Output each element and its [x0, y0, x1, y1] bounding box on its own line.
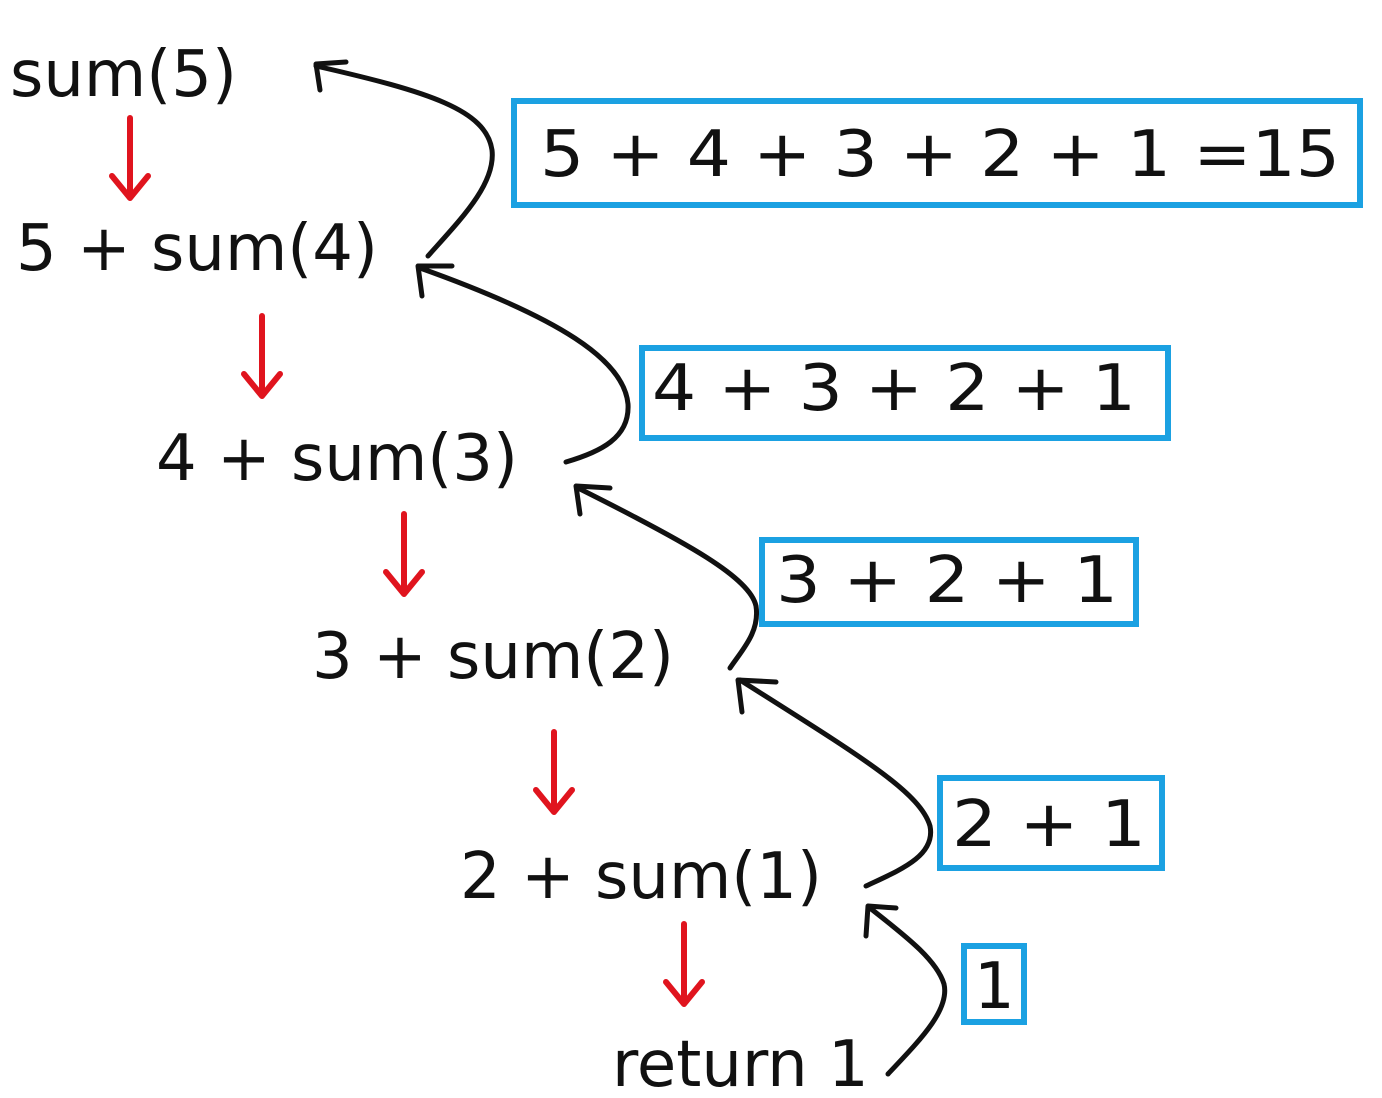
result-box-1: 1 [961, 943, 1027, 1025]
call-sum-3: 4 + sum(3) [156, 422, 518, 496]
result-text-1: 1 [974, 950, 1015, 1024]
call-sum-2: 3 + sum(2) [312, 620, 674, 694]
result-box-6: 3 + 2 + 1 [759, 537, 1139, 627]
result-text-3: 2 + 1 [952, 788, 1146, 862]
call-arrow-5 [663, 921, 705, 1007]
call-sum-5: sum(5) [10, 38, 237, 112]
base-case-return: return 1 [612, 1028, 869, 1098]
return-arrow-5-to-top [313, 59, 495, 259]
call-sum-4: 5 + sum(4) [16, 212, 378, 286]
result-box-15: 5 + 4 + 3 + 2 + 1 =15 [511, 98, 1363, 208]
call-arrow-3 [383, 511, 425, 597]
result-text-15: 5 + 4 + 3 + 2 + 1 =15 [540, 118, 1340, 192]
result-text-10: 4 + 3 + 2 + 1 [652, 352, 1136, 426]
return-arrow-4-to-5 [415, 263, 631, 465]
return-arrow-2-to-3 [735, 677, 934, 889]
result-box-3: 2 + 1 [937, 775, 1165, 871]
result-box-10: 4 + 3 + 2 + 1 [639, 345, 1171, 441]
result-text-6: 3 + 2 + 1 [776, 544, 1118, 618]
call-sum-1: 2 + sum(1) [460, 840, 822, 914]
return-arrow-3-to-4 [573, 483, 760, 671]
call-arrow-4 [533, 729, 575, 815]
call-arrow-1 [109, 115, 151, 201]
call-arrow-2 [241, 313, 283, 399]
return-arrow-1-to-2 [863, 903, 948, 1077]
